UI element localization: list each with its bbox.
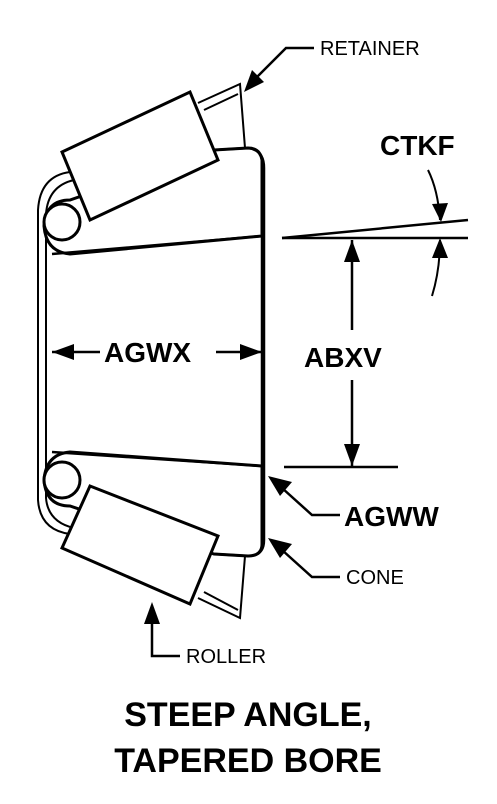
retainer-callout: RETAINER (244, 38, 420, 92)
roller-upper (42, 89, 220, 242)
abxv-dimension: ABXV (281, 218, 469, 469)
agww-callout: AGWW (268, 476, 439, 532)
cone-callout: CONE (268, 538, 404, 589)
title-line-2: TAPERED BORE (114, 742, 382, 780)
roller-label: ROLLER (186, 646, 266, 668)
ctkf-angle: CTKF (380, 130, 455, 297)
agwx-dimension: AGWX (52, 337, 262, 368)
agww-label: AGWW (344, 501, 439, 532)
cone-label: CONE (346, 567, 404, 589)
retainer (37, 82, 246, 620)
roller-callout: ROLLER (144, 602, 266, 668)
roller-lower (42, 460, 220, 606)
retainer-label: RETAINER (320, 38, 420, 60)
abxv-label: ABXV (304, 342, 382, 373)
title-line-1: STEEP ANGLE, (124, 696, 372, 734)
ctkf-label: CTKF (380, 130, 455, 161)
agwx-label: AGWX (104, 337, 191, 368)
